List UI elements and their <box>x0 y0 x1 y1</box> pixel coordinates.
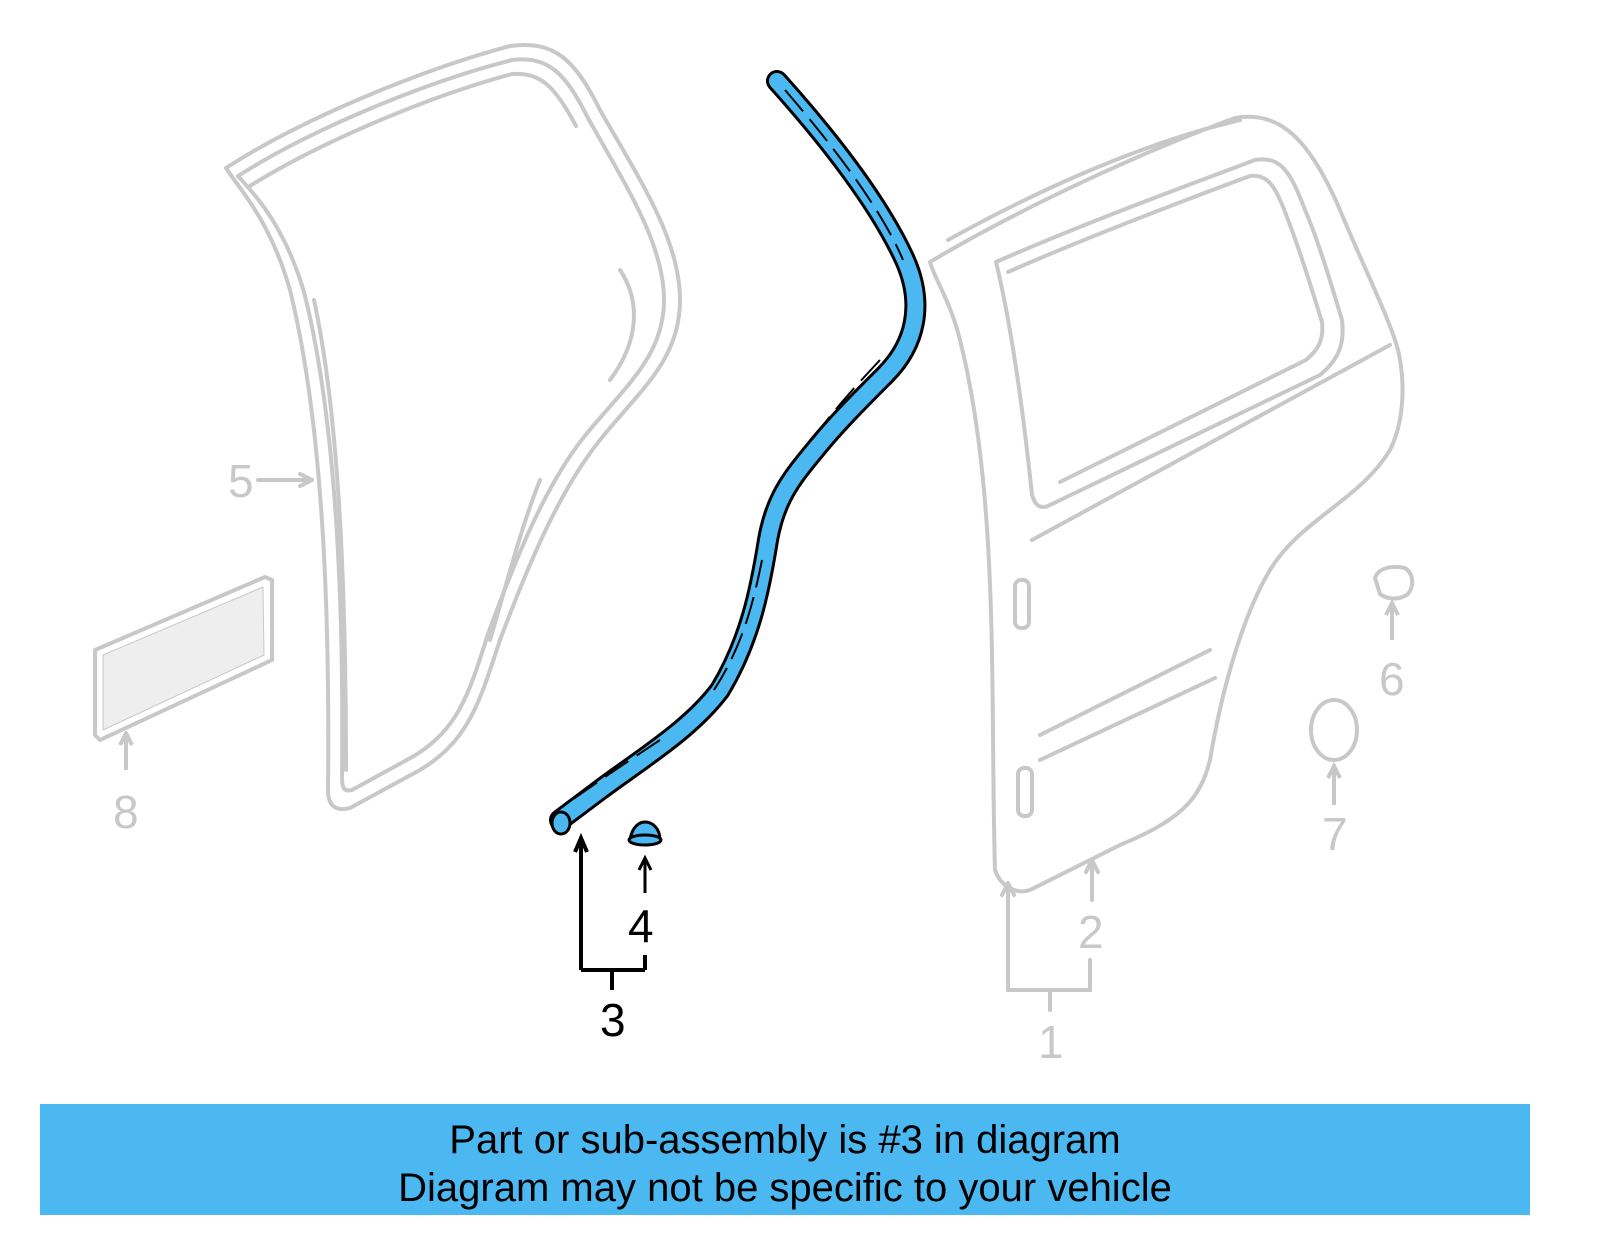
retainer-part-4 <box>627 820 663 893</box>
callout-3-leader <box>573 832 647 990</box>
clip-part-6 <box>1372 564 1415 640</box>
foam-pad-part-8 <box>93 575 274 770</box>
callout-8-label: 8 <box>113 786 139 838</box>
callout-6-label: 6 <box>1379 653 1405 705</box>
callout-2-label: 2 <box>1078 906 1104 958</box>
callout-7-label: 7 <box>1322 808 1348 860</box>
door-frame-part-5 <box>224 43 682 811</box>
plug-part-7 <box>1309 698 1359 805</box>
banner-line-part-number: Part or sub-assembly is #3 in diagram <box>449 1118 1121 1162</box>
info-banner: Part or sub-assembly is #3 in diagram Di… <box>40 1104 1530 1215</box>
banner-line-disclaimer: Diagram may not be specific to your vehi… <box>398 1166 1172 1210</box>
weatherstrip-part-3 <box>549 70 927 836</box>
callout-3-label: 3 <box>600 994 626 1046</box>
rear-door-parts-1-2 <box>928 114 1405 1012</box>
callout-1-label: 1 <box>1038 1016 1064 1068</box>
callout-4-label: 4 <box>628 900 654 952</box>
callout-5-label: 5 <box>228 455 254 507</box>
